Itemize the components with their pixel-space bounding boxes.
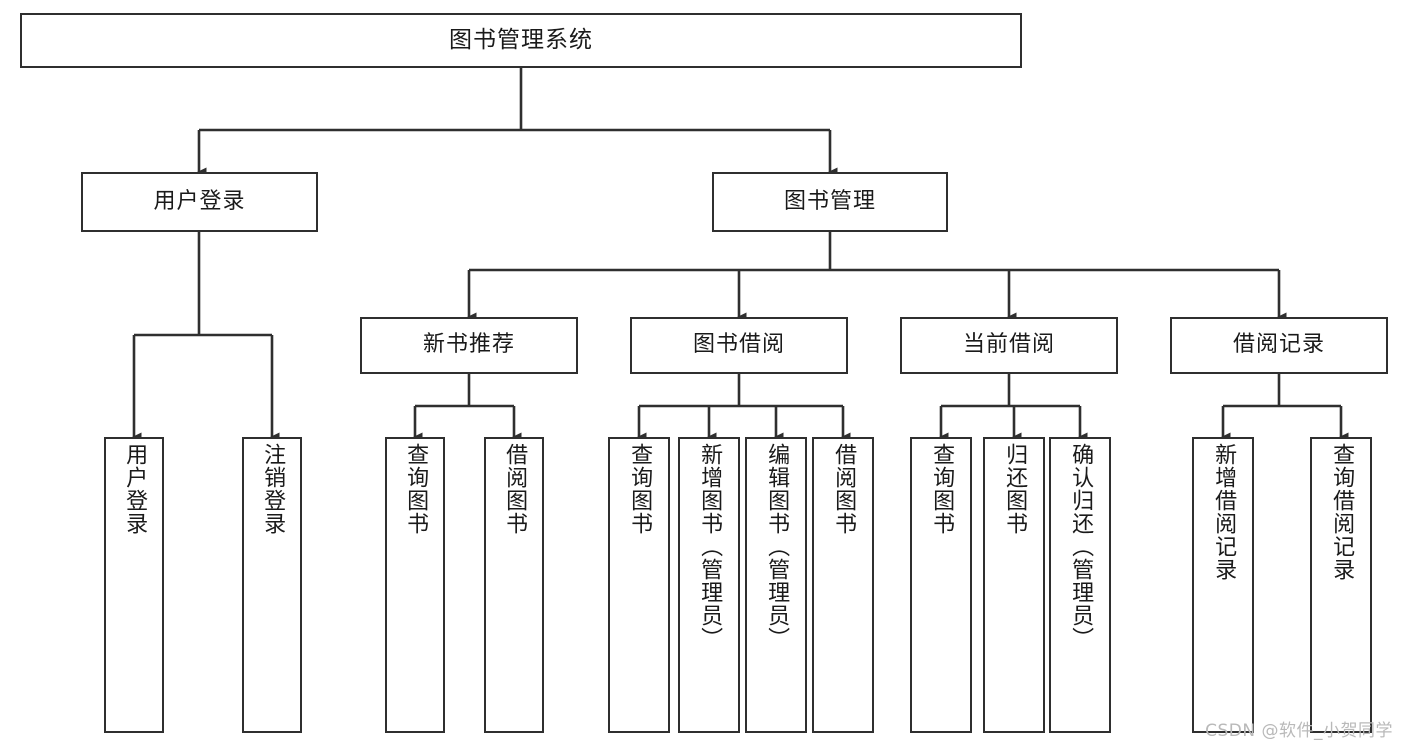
leaf-query-borrow-record[interactable]: 查询借阅记录: [1310, 437, 1372, 733]
leaf-query-book-recommend[interactable]: 查询图书: [385, 437, 445, 733]
node-label: 当前借阅: [962, 332, 1055, 358]
node-borrow-record[interactable]: 借阅记录: [1170, 317, 1388, 374]
node-label: 新增图书（管理员）: [697, 443, 723, 650]
node-current-borrow[interactable]: 当前借阅: [900, 317, 1118, 374]
node-book-management[interactable]: 图书管理: [712, 172, 948, 232]
leaf-add-borrow-record[interactable]: 新增借阅记录: [1192, 437, 1254, 733]
node-label: 确认归还（管理员）: [1068, 443, 1094, 650]
node-label: 注销登录: [260, 443, 286, 535]
node-root-system[interactable]: 图书管理系统: [20, 13, 1022, 68]
node-label: 借阅图书: [502, 443, 528, 535]
node-user-login[interactable]: 用户登录: [81, 172, 318, 232]
node-label: 新书推荐: [422, 332, 515, 358]
node-label: 查询借阅记录: [1329, 443, 1355, 581]
node-label: 查询图书: [929, 443, 955, 535]
leaf-return-book[interactable]: 归还图书: [983, 437, 1045, 733]
leaf-confirm-return-admin[interactable]: 确认归还（管理员）: [1049, 437, 1111, 733]
node-label: 借阅记录: [1232, 332, 1325, 358]
node-label: 查询图书: [627, 443, 653, 535]
node-label: 归还图书: [1002, 443, 1028, 535]
leaf-add-book-admin[interactable]: 新增图书（管理员）: [678, 437, 740, 733]
node-label: 图书管理: [783, 188, 876, 214]
leaf-user-login[interactable]: 用户登录: [104, 437, 164, 733]
node-label: 借阅图书: [831, 443, 857, 535]
node-label: 图书管理系统: [449, 26, 593, 53]
leaf-user-logout[interactable]: 注销登录: [242, 437, 302, 733]
node-book-borrow[interactable]: 图书借阅: [630, 317, 848, 374]
leaf-borrow-book-recommend[interactable]: 借阅图书: [484, 437, 544, 733]
node-label: 图书借阅: [692, 332, 785, 358]
node-new-book-recommend[interactable]: 新书推荐: [360, 317, 578, 374]
node-label: 查询图书: [403, 443, 429, 535]
leaf-query-book-current[interactable]: 查询图书: [910, 437, 972, 733]
node-label: 编辑图书（管理员）: [764, 443, 790, 650]
watermark: CSDN @软件_小贺同学: [1205, 721, 1393, 741]
node-label: 用户登录: [122, 443, 148, 535]
leaf-edit-book-admin[interactable]: 编辑图书（管理员）: [745, 437, 807, 733]
leaf-query-book-borrow[interactable]: 查询图书: [608, 437, 670, 733]
node-label: 用户登录: [153, 188, 246, 214]
leaf-borrow-book[interactable]: 借阅图书: [812, 437, 874, 733]
node-label: 新增借阅记录: [1211, 443, 1237, 581]
